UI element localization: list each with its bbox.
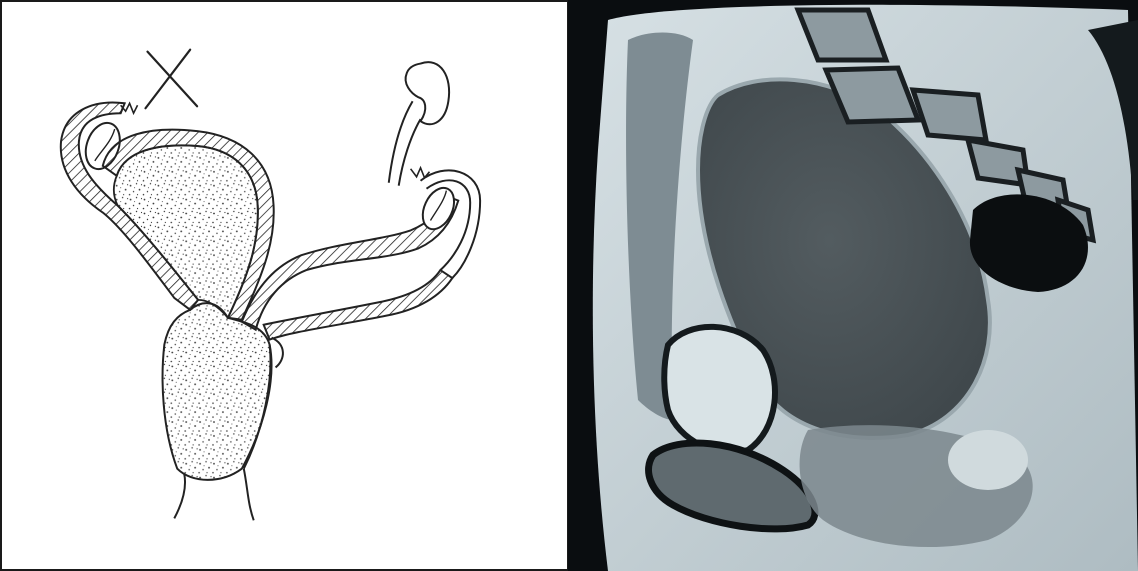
scan-bright-region bbox=[664, 327, 775, 453]
right-tube-lower bbox=[264, 270, 453, 340]
kidney-shape bbox=[406, 62, 450, 124]
scan-panel bbox=[568, 0, 1138, 571]
scan-image bbox=[568, 0, 1138, 571]
lower-neck-right bbox=[244, 469, 254, 521]
x-mark bbox=[145, 50, 197, 109]
drawing-panel bbox=[0, 0, 568, 571]
anatomical-drawing bbox=[2, 2, 567, 569]
lower-neck-left bbox=[174, 474, 185, 519]
right-fimbria bbox=[411, 168, 430, 178]
scan-bright-spot bbox=[948, 430, 1028, 490]
